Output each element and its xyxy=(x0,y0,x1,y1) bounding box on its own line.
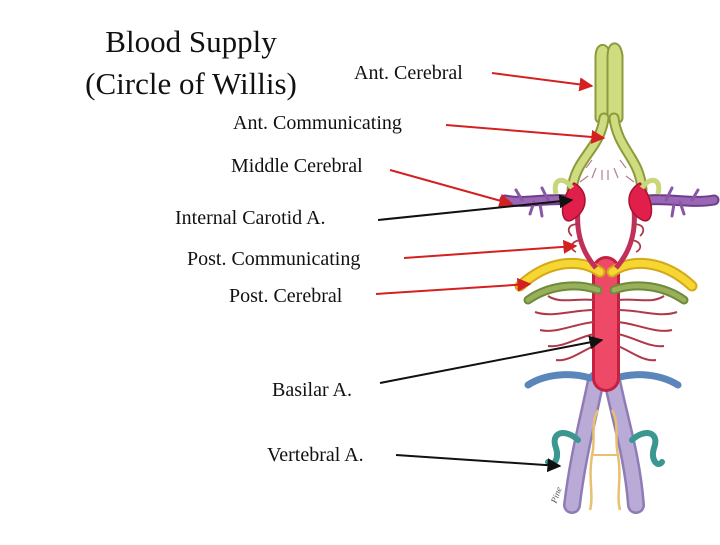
arrow-post-communicating xyxy=(403,239,578,259)
title-line-2: (Circle of Willis) xyxy=(85,66,297,101)
label-vertebral: Vertebral A. xyxy=(267,444,364,466)
arrow-ant-cerebral xyxy=(491,72,594,92)
vertebral-arteries xyxy=(563,371,645,514)
arrow-vertebral xyxy=(395,454,562,473)
arrow-post-cerebral xyxy=(375,277,532,295)
label-middle-cerebral: Middle Cerebral xyxy=(231,155,363,177)
anterior-cerebral-arteries xyxy=(566,42,648,196)
arrow-middle-cerebral xyxy=(389,169,514,208)
arrow-ant-communicating xyxy=(445,124,606,144)
label-ant-cerebral: Ant. Cerebral xyxy=(354,62,463,84)
basilar-artery xyxy=(534,256,678,392)
label-internal-carotid: Internal Carotid A. xyxy=(175,207,326,229)
arrow-basilar xyxy=(379,335,604,384)
label-post-communicating: Post. Communicating xyxy=(187,248,361,270)
middle-cerebral-arteries xyxy=(499,186,720,218)
internal-carotid-arteries xyxy=(552,177,662,222)
label-post-cerebral: Post. Cerebral xyxy=(229,285,343,307)
pointer-arrows xyxy=(375,72,606,473)
label-ant-communicating: Ant. Communicating xyxy=(233,112,402,134)
title-line-1: Blood Supply xyxy=(105,24,277,59)
label-basilar: Basilar A. xyxy=(272,379,352,401)
arrow-internal-carotid xyxy=(377,194,574,221)
superior-cerebellar-arteries xyxy=(523,281,689,305)
